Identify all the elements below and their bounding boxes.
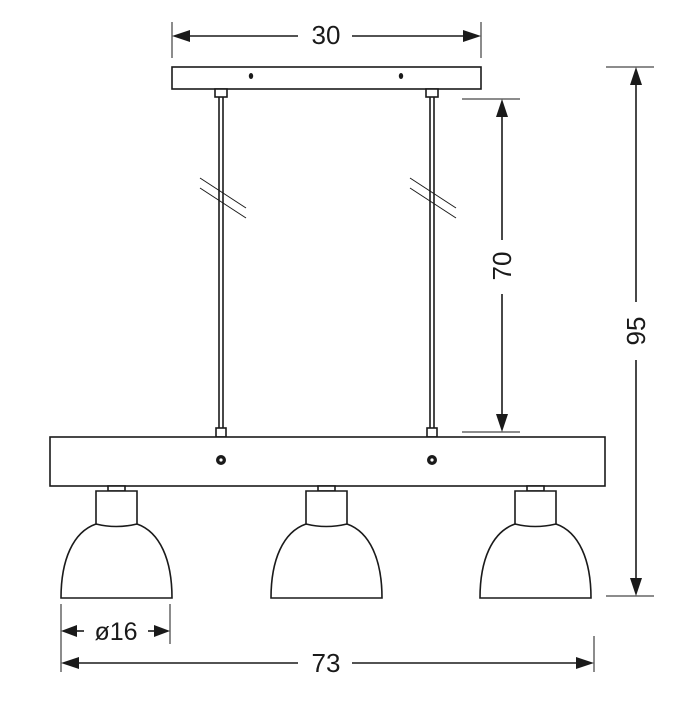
shade-body [479, 490, 592, 599]
break-mark [199, 187, 247, 219]
total-width-dimension: 73 [60, 636, 595, 678]
arrowhead-left [61, 657, 79, 669]
lamp-bar [49, 436, 606, 487]
canopy-width-dimension: 30 [171, 20, 482, 58]
rod-connector-bottom-right [426, 427, 438, 438]
arrowhead-top [630, 67, 642, 85]
break-mark [409, 187, 457, 219]
canopy-screw [248, 73, 254, 79]
break-mark [199, 177, 247, 209]
arrowhead-right [576, 657, 594, 669]
arrowhead-top [496, 99, 508, 117]
rod-length-dimension: 70 [462, 98, 520, 433]
arrowhead-right [463, 30, 481, 42]
rod-connector-top-right [425, 88, 439, 98]
shade-body [60, 490, 173, 599]
shade-body [270, 490, 383, 599]
total-width-label: 73 [312, 648, 341, 678]
ceiling-canopy [171, 66, 482, 90]
canopy-plate [171, 66, 482, 90]
arrowhead-bottom [496, 414, 508, 432]
shade-diameter-dimension: ø16 [60, 604, 171, 646]
total-height-label: 95 [621, 317, 651, 346]
canopy-screw [398, 73, 404, 79]
break-mark [409, 177, 457, 209]
rod-length-label: 70 [487, 252, 517, 281]
arrowhead-bottom [630, 578, 642, 596]
rod-connector-top-left [214, 88, 228, 98]
arrowhead-left [172, 30, 190, 42]
shade-center [270, 485, 383, 599]
arrowhead-left [61, 625, 77, 637]
rod-connector-bottom-left [215, 427, 227, 438]
shade-left [60, 485, 173, 599]
suspension-rods [199, 88, 457, 438]
lamp-bar-body [49, 436, 606, 487]
canopy-width-label: 30 [312, 20, 341, 50]
total-height-dimension: 95 [606, 66, 654, 597]
shade-right [479, 485, 592, 599]
arrowhead-right [154, 625, 170, 637]
shade-diameter-label: ø16 [94, 618, 137, 646]
